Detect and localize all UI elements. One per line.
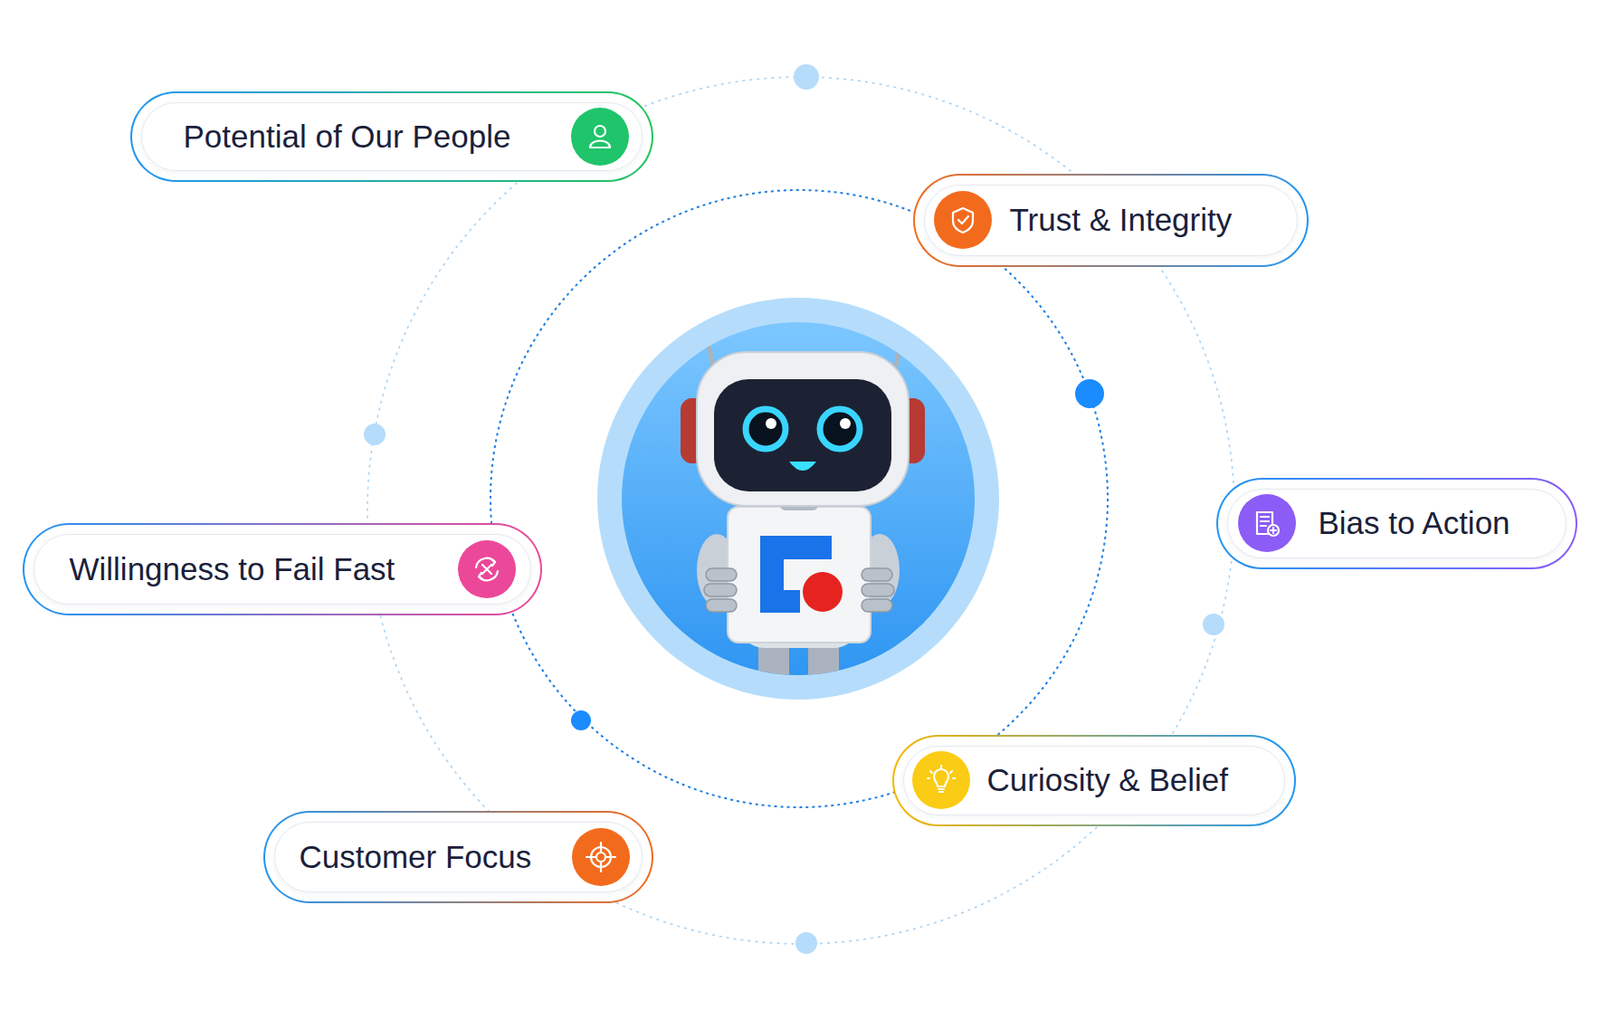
value-pill: Potential of Our People bbox=[130, 91, 654, 182]
value-pill: Customer Focus bbox=[263, 810, 654, 904]
robot-halo bbox=[597, 297, 1000, 700]
value-label: Trust & Integrity bbox=[1009, 201, 1233, 239]
pill-text-area: Trust & Integrity bbox=[1009, 175, 1233, 266]
value-icon bbox=[570, 106, 630, 167]
value-pill: Trust & Integrity bbox=[913, 173, 1309, 267]
value-icon bbox=[933, 190, 993, 250]
value-label: Potential of Our People bbox=[183, 118, 512, 155]
value-label: Bias to Action bbox=[1318, 504, 1511, 542]
value-pill: Willingness to Fail Fast bbox=[22, 523, 543, 616]
value-icon bbox=[571, 827, 631, 887]
pill-text-area: Willingness to Fail Fast bbox=[69, 524, 396, 614]
pill-text-area: Curiosity & Belief bbox=[987, 736, 1229, 825]
pill-text-area: Bias to Action bbox=[1318, 479, 1511, 568]
value-label: Willingness to Fail Fast bbox=[69, 551, 396, 588]
value-icon bbox=[457, 539, 517, 600]
value-label: Curiosity & Belief bbox=[987, 761, 1229, 799]
pill-text-area: Customer Focus bbox=[299, 812, 533, 902]
value-pill: Curiosity & Belief bbox=[892, 734, 1296, 827]
value-icon bbox=[1237, 493, 1297, 553]
value-label: Customer Focus bbox=[299, 838, 533, 876]
pill-text-area: Potential of Our People bbox=[183, 93, 512, 181]
value-pill: Bias to Action bbox=[1216, 477, 1578, 570]
robot-disc bbox=[621, 322, 975, 676]
value-icon bbox=[911, 750, 972, 810]
robot-mascot bbox=[680, 317, 925, 697]
inner-orbit bbox=[490, 190, 1108, 808]
